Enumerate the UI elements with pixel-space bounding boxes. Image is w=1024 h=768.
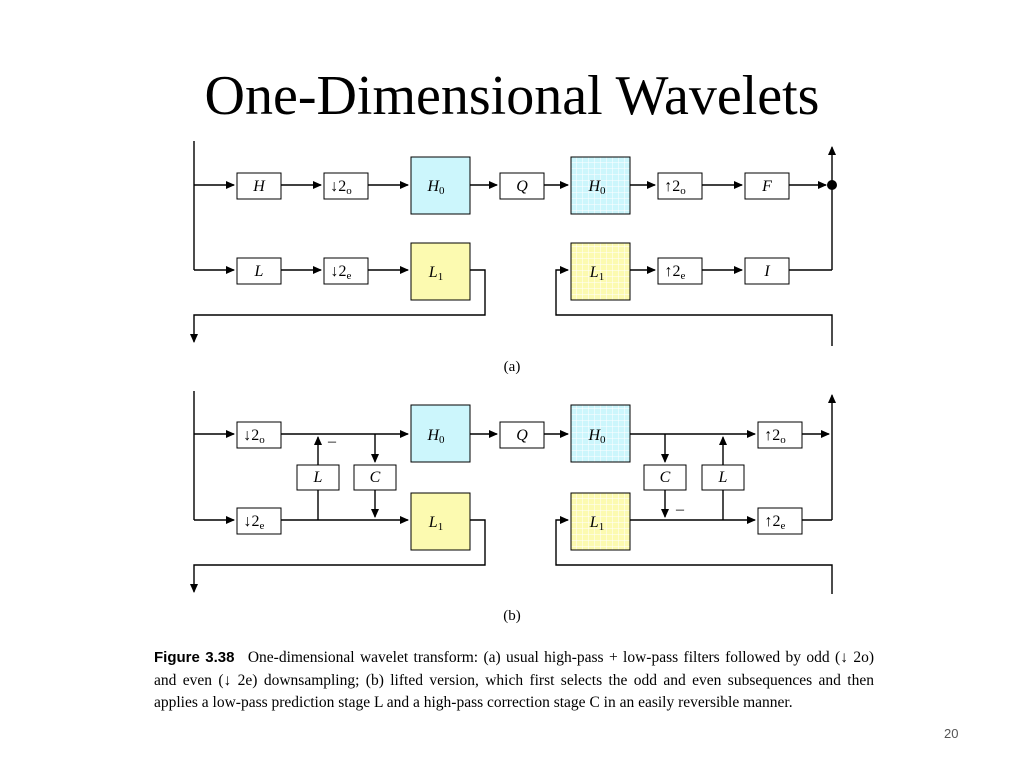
diagram-a: H ↓2o H0 Q H0 ↑2o F L ↓2e L1 bbox=[190, 141, 837, 375]
grid-a-l1-right bbox=[571, 243, 630, 300]
label-a-down-odd: ↓2o bbox=[330, 178, 352, 197]
panel-label-b: (b) bbox=[503, 608, 521, 624]
label-b-h0-right: H0 bbox=[587, 427, 606, 446]
wire-b-l1-in bbox=[555, 516, 833, 594]
figure-number: 3.38 bbox=[205, 649, 235, 666]
box-a-h0-left bbox=[410, 156, 471, 215]
box-b-downsample-odd bbox=[236, 421, 282, 449]
box-a-upsample-even bbox=[657, 257, 703, 285]
slide-title: One-Dimensional Wavelets bbox=[204, 65, 820, 127]
label-b-up-odd: ↑2o bbox=[764, 427, 786, 446]
box-b-c-correct-left bbox=[353, 464, 397, 491]
wire-b-l1-out bbox=[190, 519, 486, 593]
figure-caption: Figure 3.38 One-dimensional wavelet tran… bbox=[154, 647, 874, 715]
border-a-l1-right bbox=[570, 242, 631, 301]
box-a-i-filter bbox=[744, 257, 790, 285]
box-a-downsample-even bbox=[323, 257, 369, 285]
label-a-i: I bbox=[763, 263, 770, 280]
label-a-h: H bbox=[252, 178, 266, 195]
label-b-l1-left: L1 bbox=[428, 514, 443, 533]
box-b-l1-left bbox=[410, 492, 471, 551]
label-b-l1-right: L1 bbox=[589, 514, 604, 533]
label-b-h0-left: H0 bbox=[426, 427, 445, 446]
box-b-quantizer bbox=[499, 421, 545, 449]
grid-b-h0-right bbox=[571, 405, 630, 462]
box-b-upsample-odd bbox=[757, 421, 803, 449]
grid-b-l1-right bbox=[571, 493, 630, 550]
box-b-l-predict-right bbox=[701, 464, 745, 491]
label-a-h0-left: H0 bbox=[426, 178, 445, 197]
label-a-up-even: ↑2e bbox=[665, 263, 686, 282]
box-a-f-filter bbox=[744, 172, 790, 200]
label-a-l1-right: L1 bbox=[589, 264, 604, 283]
border-b-l1-right bbox=[570, 492, 631, 551]
page-number: 20 bbox=[944, 726, 959, 741]
label-a-l1-left: L1 bbox=[428, 264, 443, 283]
label-a-down-even: ↓2e bbox=[331, 263, 352, 282]
grid-a-h0-right bbox=[571, 157, 630, 214]
label-b-l-left: L bbox=[313, 469, 323, 486]
diagram-b: ↓2o – H0 Q H0 ↑2o L C ↓2e L1 bbox=[190, 391, 836, 624]
box-a-upsample-odd bbox=[657, 172, 703, 200]
label-a-up-odd: ↑2o bbox=[664, 178, 686, 197]
box-b-upsample-even bbox=[757, 507, 803, 535]
label-b-l-right: L bbox=[718, 469, 728, 486]
box-b-downsample-even bbox=[236, 507, 282, 535]
label-a-h0-right: H0 bbox=[587, 178, 606, 197]
label-a-f: F bbox=[761, 178, 772, 195]
label-b-up-even: ↑2e bbox=[765, 513, 786, 532]
wire-a-l1-out bbox=[190, 269, 486, 343]
figure-label: Figure bbox=[154, 649, 200, 666]
label-b-down-odd: ↓2o bbox=[243, 427, 265, 446]
box-a-l1-left bbox=[410, 242, 471, 301]
label-a-l: L bbox=[254, 263, 264, 280]
panel-label-a: (a) bbox=[504, 359, 521, 375]
label-b-down-even: ↓2e bbox=[244, 513, 265, 532]
minus-b-left: – bbox=[327, 433, 337, 450]
wire-a-l1-in bbox=[555, 266, 833, 346]
wavelet-diagram: H ↓2o H0 Q H0 ↑2o F L ↓2e L1 bbox=[190, 141, 837, 624]
label-b-c-left: C bbox=[370, 469, 381, 486]
box-b-h0-left bbox=[410, 404, 471, 463]
caption-text: One-dimensional wavelet transform: (a) u… bbox=[154, 649, 875, 711]
box-a-l-filter bbox=[236, 257, 282, 285]
label-b-q: Q bbox=[516, 427, 528, 444]
box-a-downsample-odd bbox=[323, 172, 369, 200]
box-a-h-filter bbox=[236, 172, 282, 200]
label-b-c-right: C bbox=[660, 469, 671, 486]
box-a-quantizer bbox=[499, 172, 545, 200]
box-b-l-predict-left bbox=[296, 464, 340, 491]
label-a-q: Q bbox=[516, 178, 528, 195]
minus-b-right: – bbox=[675, 501, 685, 518]
